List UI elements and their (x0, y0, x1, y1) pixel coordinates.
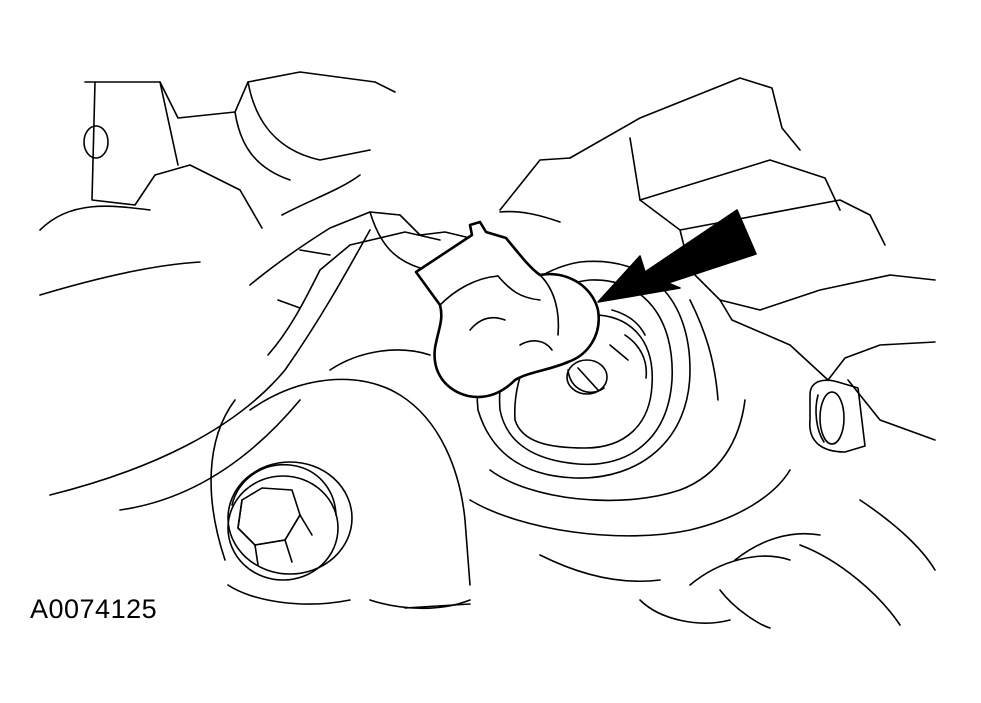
wiring-harness (49, 211, 471, 511)
right-plug (809, 379, 866, 453)
hex-bolt (227, 461, 353, 581)
locating-hole (566, 359, 608, 395)
figure-id-label: A0074125 (30, 594, 158, 624)
upper-left-bracket (39, 71, 396, 296)
bracket-hole (83, 125, 109, 159)
arrow-pointing-down-left-icon (597, 209, 757, 303)
lower-casting (210, 349, 936, 629)
sensor-connector (414, 220, 600, 399)
